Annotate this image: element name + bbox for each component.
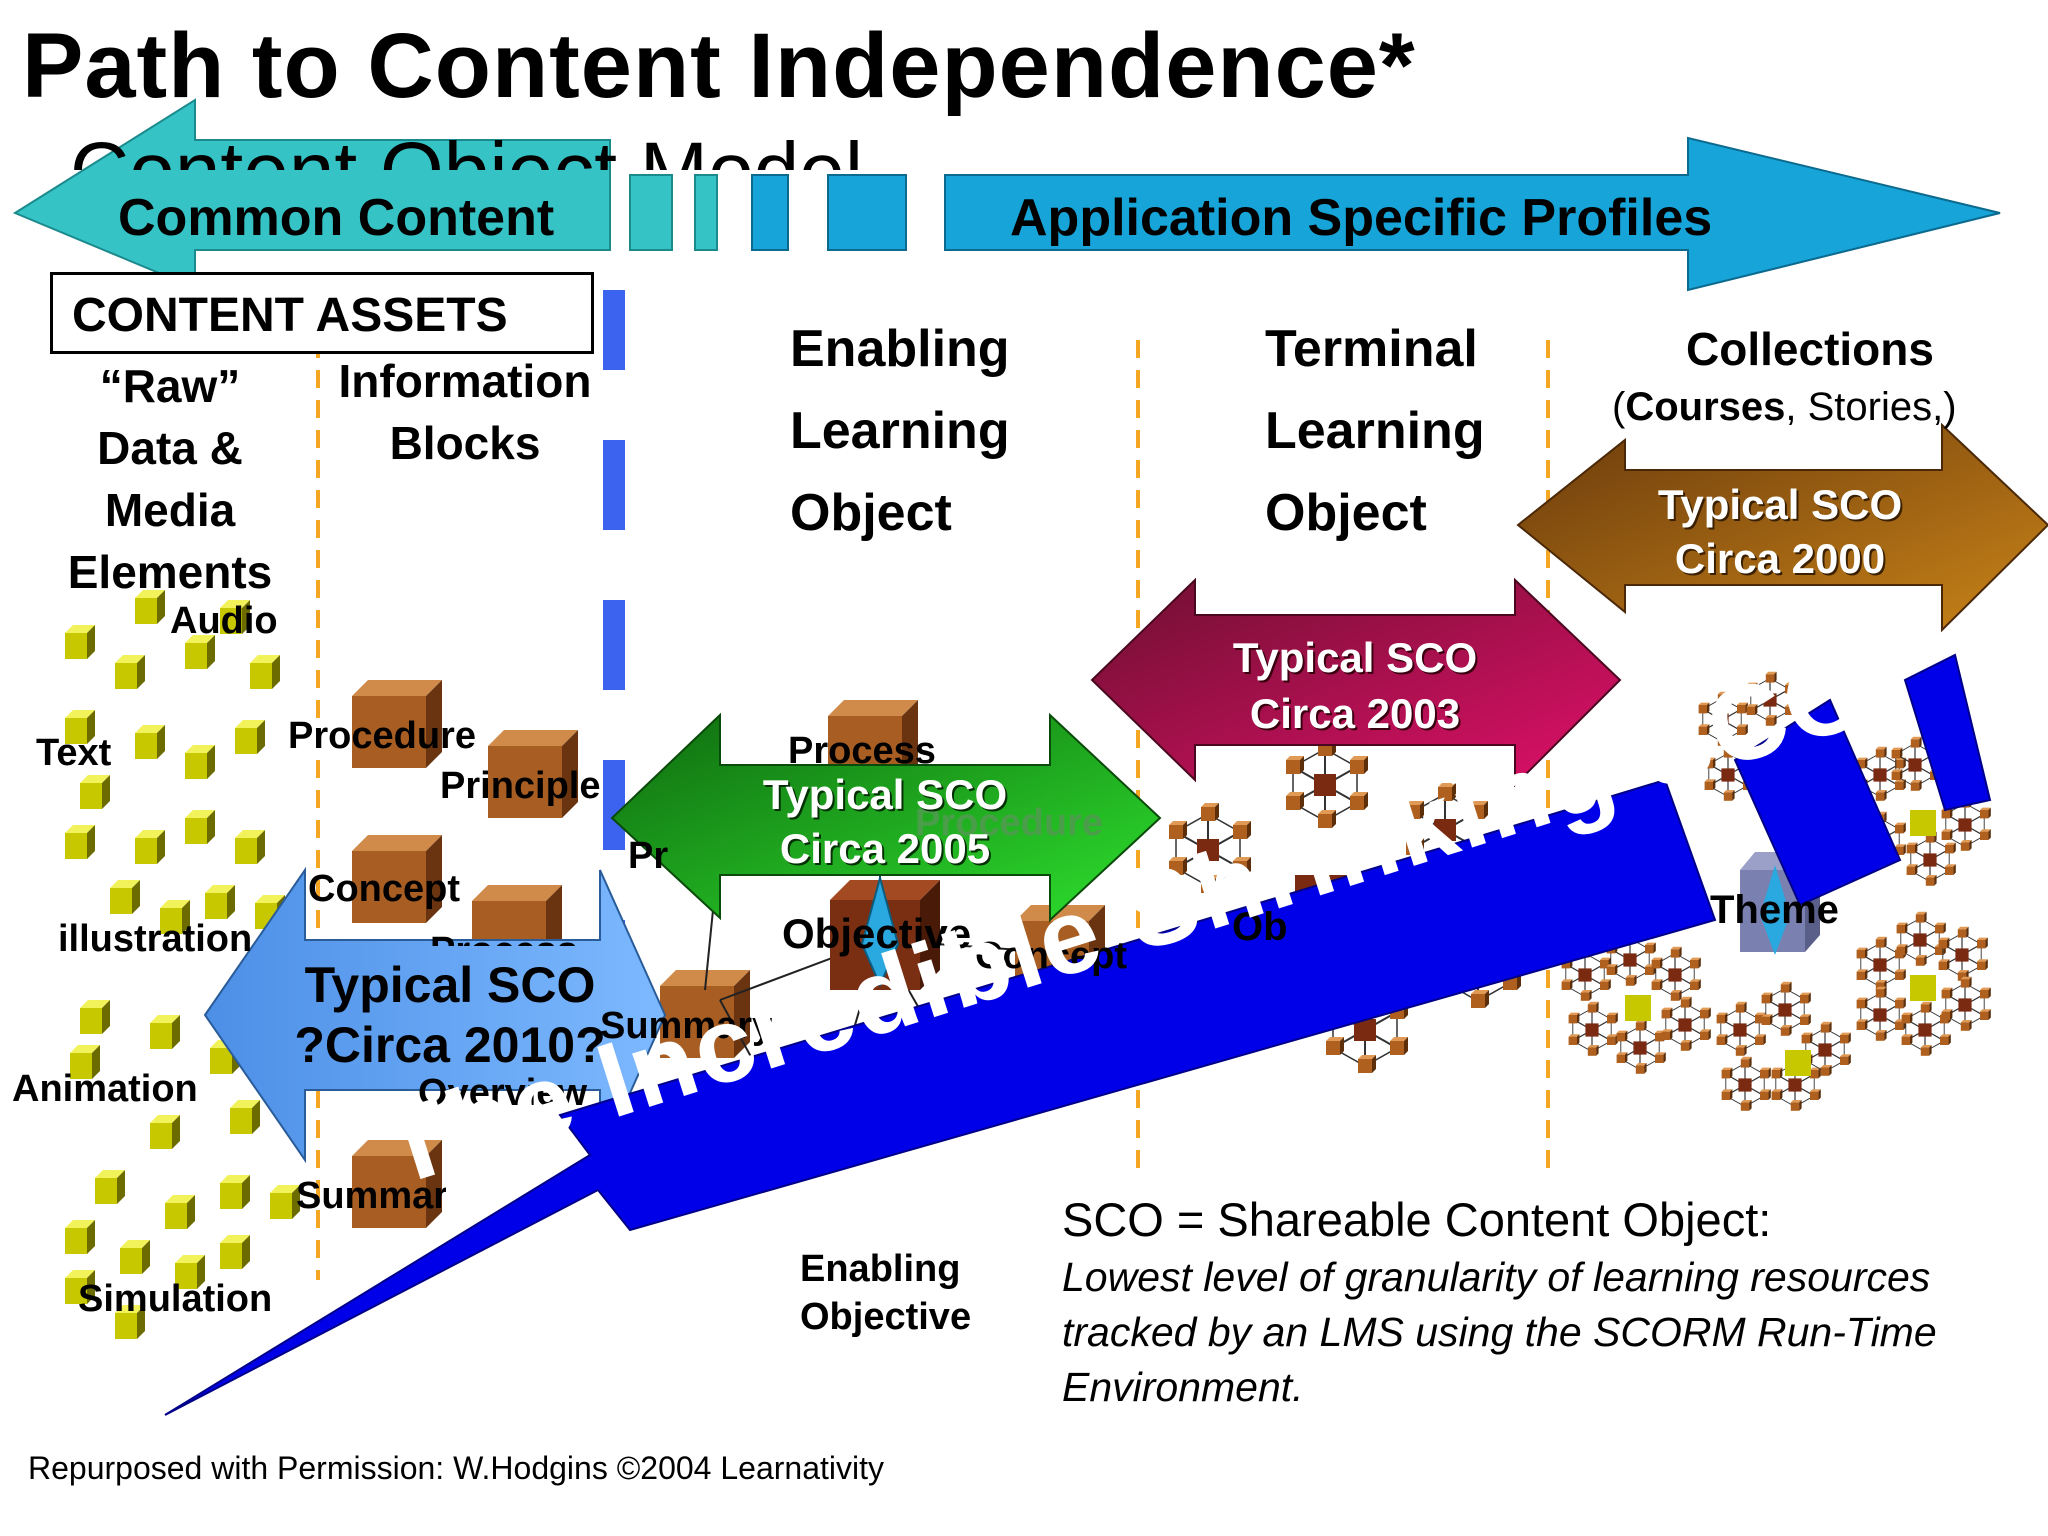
sco-2010-line: ?Circa 2010?: [294, 1017, 606, 1073]
transition-block: [751, 174, 789, 251]
page-subtitle: Content Object Model: [70, 112, 863, 170]
page-title: Path to Content Independence*: [22, 15, 1416, 117]
info-blocks-line: Information: [338, 355, 592, 407]
elo-label-concept: Concept: [975, 935, 1127, 977]
collections-sub-open: (: [1612, 385, 1626, 429]
tlo-line: Terminal: [1265, 320, 1478, 378]
shrinking-sco-block-small: [1903, 653, 1992, 812]
elo-objective-cube: [830, 874, 940, 990]
application-profiles-label: Application Specific Profiles: [1010, 189, 1713, 247]
elo-label-objective: Objective: [782, 910, 972, 957]
media-label-illustration: illustration: [58, 918, 253, 960]
sco-definition-body: Lowest level of granularity of learning …: [1062, 1254, 1937, 1410]
elo-label-process: Process: [788, 730, 936, 772]
theme-label: Theme: [1710, 888, 1839, 932]
tlo-label-objective: Ob: [1232, 905, 1288, 949]
sco-2010-label: Typical SCO ?Circa 2010?: [285, 955, 615, 1075]
block-label-concept: Concept: [308, 868, 460, 910]
application-profiles-arrow: [944, 136, 2001, 292]
collections-subheading: (Courses, Stories,): [1612, 385, 1957, 430]
footer-caption: Repurposed with Permission: W.Hodgins ©2…: [28, 1450, 884, 1486]
content-assets-box: [50, 272, 594, 354]
block-label-principle: Principle: [440, 765, 601, 807]
info-blocks-line: Blocks: [389, 417, 541, 469]
elo-line: Object: [790, 484, 952, 542]
raw-data-line: “Raw”: [99, 360, 241, 412]
collection-molecules: [1562, 672, 1991, 1111]
elo-label-principle: Pr: [628, 835, 669, 877]
sco-2005-label: Typical SCO Circa 2005: [720, 768, 1050, 876]
tlo-line: Object: [1265, 484, 1427, 542]
media-label-audio: Audio: [170, 600, 278, 642]
collections-sub-rest: , Stories,): [1785, 385, 1957, 429]
enabling-objective-line: Enabling: [800, 1248, 961, 1290]
shrinking-sco-block: [1733, 698, 1902, 907]
sco-2003-line: Typical SCO: [1232, 634, 1478, 681]
enabling-objective-line: Objective: [800, 1296, 972, 1338]
sco-2003-line: Circa 2003: [1249, 690, 1461, 737]
transition-block: [629, 174, 673, 251]
content-assets-label: CONTENT ASSETS: [72, 289, 508, 342]
sco-2000-label: Typical SCO Circa 2000: [1620, 478, 1940, 586]
raw-data-line: Data &: [97, 422, 243, 474]
transition-block: [827, 174, 907, 251]
transition-block: [694, 174, 718, 251]
elo-line: Learning: [790, 402, 1010, 460]
block-label-overview: Overview: [418, 1072, 587, 1114]
sco-2005-arrow: [610, 712, 1162, 923]
sco-2000-arrow: [1516, 422, 2048, 633]
elo-label-summary: Summary: [600, 1005, 774, 1047]
elo-line: Enabling: [790, 320, 1010, 378]
sco-2000-line: Typical SCO: [1657, 481, 1903, 528]
block-label-procedure: Procedure: [288, 715, 476, 757]
tlo-line: Learning: [1265, 402, 1485, 460]
common-content-label: Common Content: [118, 189, 555, 247]
elo-heading: Enabling Learning Object: [790, 308, 1010, 554]
elo-label-enabling-objective: Enabling Objective: [800, 1245, 971, 1341]
sco-2003-arrow: [1090, 577, 1622, 788]
collections-heading: Collections: [1686, 323, 1934, 375]
sco-2010-arrow: [203, 866, 667, 1164]
information-blocks-heading: Information Blocks: [325, 350, 605, 474]
sco-2005-line: Typical SCO: [762, 771, 1008, 818]
sco-2000-line: Circa 2000: [1674, 535, 1886, 582]
elo-label-procedure: Procedure: [915, 802, 1103, 844]
sco-2010-line: Typical SCO: [304, 957, 596, 1013]
raw-data-line: Media: [104, 484, 236, 536]
block-label-summary: Summary: [296, 1175, 446, 1217]
media-label-text: Text: [36, 732, 112, 774]
shrinking-sco-arrow: [164, 778, 1717, 1416]
media-label-animation: Animation: [12, 1068, 198, 1110]
raw-data-heading: “Raw” Data & Media Elements: [40, 355, 300, 603]
sco-2003-label: Typical SCO Circa 2003: [1195, 630, 1515, 742]
sco-definition-title: SCO = Shareable Content Object:: [1062, 1193, 1772, 1246]
collections-sub-bold: Courses: [1625, 385, 1786, 429]
sco-2005-line: Circa 2005: [779, 825, 991, 872]
block-label-process: Process: [430, 920, 578, 946]
media-label-simulation: Simulation: [78, 1278, 273, 1320]
raw-data-line: Elements: [67, 546, 273, 598]
tlo-heading: Terminal Learning Object: [1265, 308, 1485, 554]
